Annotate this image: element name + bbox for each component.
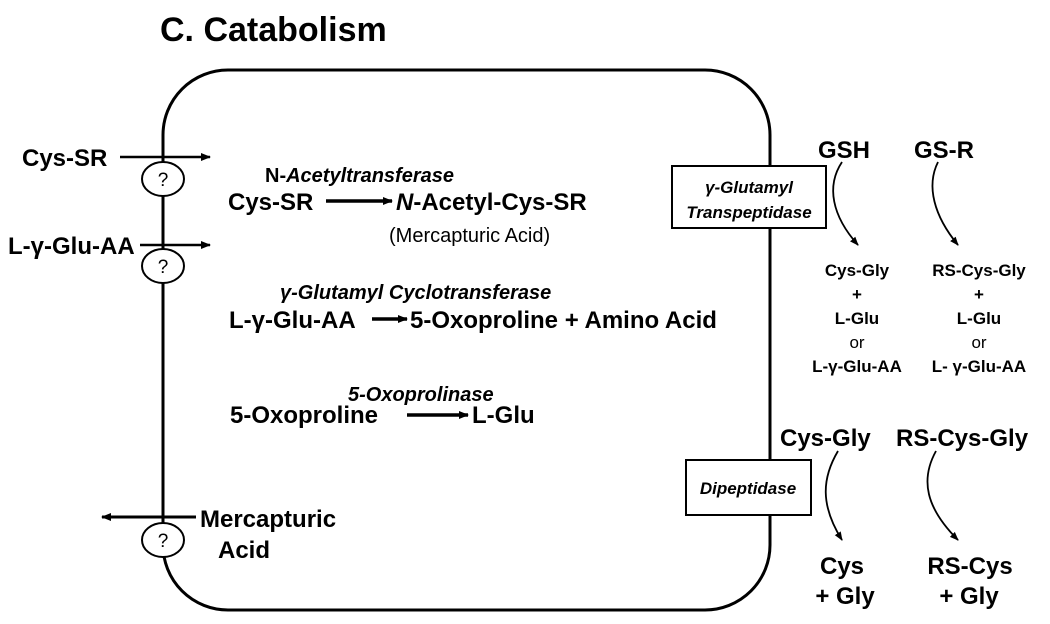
rs-cys-gly-pathway: RS-Cys-Gly RS-Cys + Gly [896,425,1029,610]
transporter-glu-aa: L-γ-Glu-AA ? [8,233,211,284]
enzyme-5-oxoprolinase: 5-Oxoprolinase [348,384,494,406]
gsr-product-3: L-Glu [957,309,1001,328]
unknown-transporter-label: ? [158,257,169,278]
glu-aa-label: L-γ-Glu-AA [8,233,135,260]
rs-cys-gly-product-2: + Gly [939,583,999,610]
gamma-glutamyl-transpeptidase-box: γ-Glutamyl Transpeptidase [671,165,827,229]
unknown-transporter-label: ? [158,170,169,191]
unknown-transporter-label: ? [158,531,169,552]
gsr-label: GS-R [914,137,974,164]
gsh-product-2: + [852,285,862,304]
gsh-arrow [832,161,859,246]
rs-cys-gly-label: RS-Cys-Gly [896,425,1029,452]
mercapturic-label-line1: Mercapturic [200,506,336,533]
dipeptidase-box-frame [685,459,812,516]
cys-gly-product-1: Cys [820,553,864,580]
r1-product-note: (Mercapturic Acid) [389,225,550,247]
gsh-label: GSH [818,137,870,164]
transporter-cys-sr: Cys-SR ? [22,145,211,197]
gsh-product-5: L-γ-Glu-AA [812,357,902,376]
gsh-product-3: L-Glu [835,309,879,328]
cys-sr-label: Cys-SR [22,145,107,172]
dipeptidase-label: Dipeptidase [700,479,796,498]
r1-substrate: Cys-SR [228,189,313,216]
page-title: C. Catabolism [160,11,387,49]
cys-gly-arrow [824,450,843,541]
enzyme-n-acetyltransferase: N-Acetyltransferase [265,165,454,187]
transpeptidase-line1: γ-Glutamyl [705,178,794,197]
reaction-oxoprolinase: 5-Oxoprolinase 5-Oxoproline L-Glu [230,384,535,429]
reaction-cyclotransferase: γ-Glutamyl Cyclotransferase L-γ-Glu-AA 5… [229,282,717,334]
transporter-mercapturic: ? Mercapturic Acid [101,506,336,564]
gsr-product-5: L- γ-Glu-AA [932,357,1026,376]
transpeptidase-line2: Transpeptidase [686,203,811,222]
dipeptidase-box: Dipeptidase [685,459,812,516]
mercapturic-label-line2: Acid [218,537,270,564]
unknown-transporter-icon [141,248,185,284]
reaction-acetyltransferase: N-Acetyltransferase Cys-SR N-Acetyl-Cys-… [228,165,587,247]
cys-gly-product-2: + Gly [815,583,875,610]
gsh-product-4: or [849,333,864,352]
r3-substrate: 5-Oxoproline [230,402,378,429]
gsr-pathway: GS-R RS-Cys-Gly + L-Glu or L- γ-Glu-AA [914,137,1026,376]
gsr-product-4: or [971,333,986,352]
r2-product: 5-Oxoproline + Amino Acid [410,307,717,334]
gsr-product-2: + [974,285,984,304]
rs-cys-gly-product-1: RS-Cys [927,553,1012,580]
gsh-product-1: Cys-Gly [825,261,890,280]
transpeptidase-box-frame [671,165,827,229]
r2-substrate: L-γ-Glu-AA [229,307,356,334]
cys-gly-pathway: Cys-Gly Cys + Gly [780,425,875,610]
gsr-arrow [931,161,959,246]
cys-gly-label: Cys-Gly [780,425,871,452]
gsr-product-1: RS-Cys-Gly [932,261,1026,280]
r1-product: N-Acetyl-Cys-SR [396,189,587,216]
unknown-transporter-icon [141,522,185,558]
cell-membrane [161,68,772,612]
rs-cys-gly-arrow [926,450,959,541]
gsh-pathway: GSH Cys-Gly + L-Glu or L-γ-Glu-AA [812,137,902,376]
unknown-transporter-icon [141,161,185,197]
r3-product: L-Glu [472,402,535,429]
enzyme-gamma-glutamyl-cyclotransferase: γ-Glutamyl Cyclotransferase [280,282,551,304]
